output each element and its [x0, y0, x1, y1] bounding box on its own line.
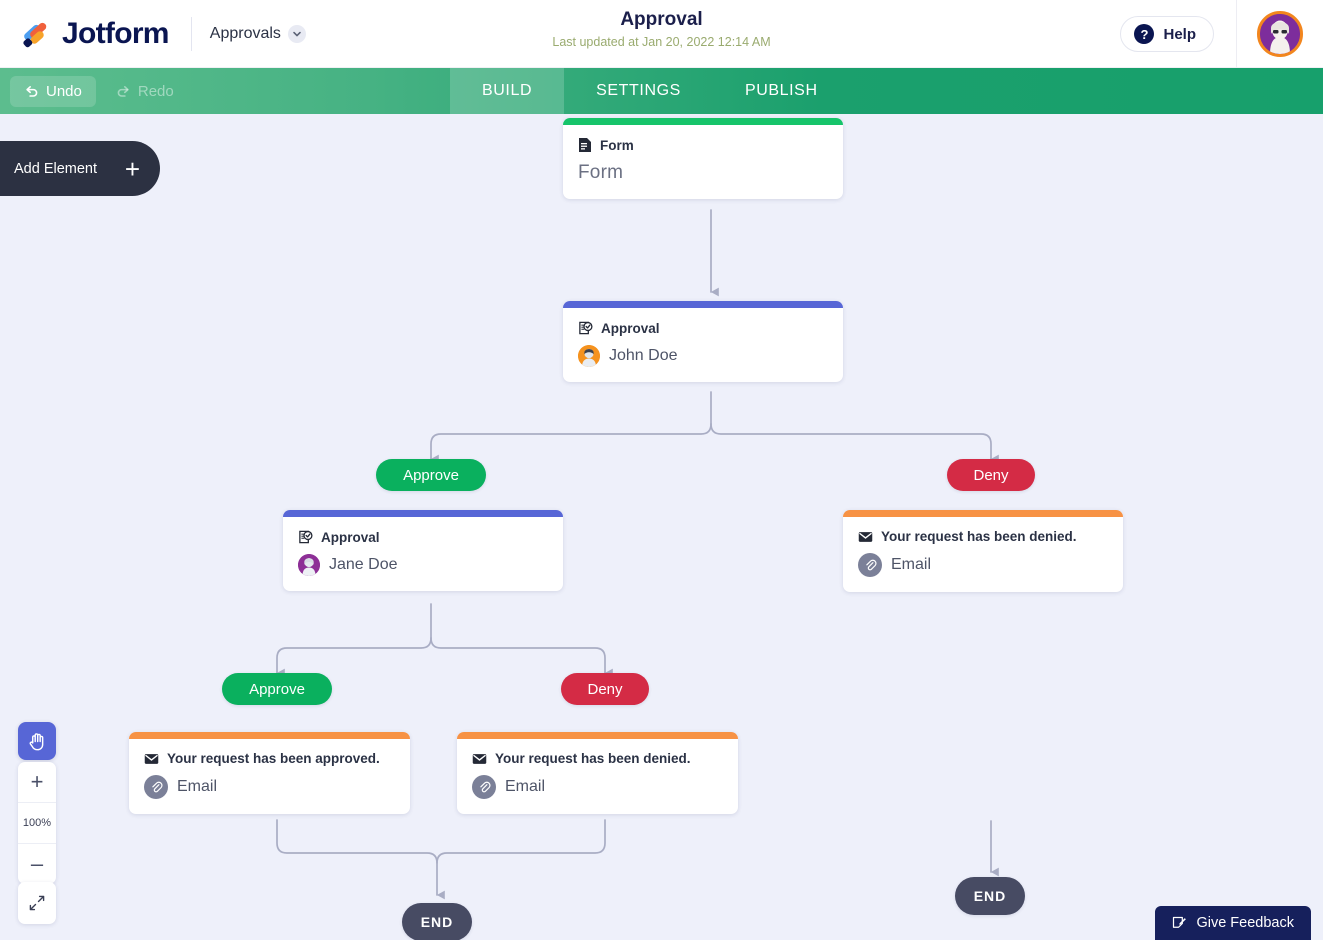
node-approval-jane-doe[interactable]: Approval Jane Doe: [283, 510, 563, 591]
clipboard-check-icon: [579, 321, 593, 335]
undo-redo-group: Undo Redo: [0, 75, 188, 107]
node-form-colorbar: [563, 118, 843, 125]
pan-tool-button[interactable]: [18, 722, 56, 760]
envelope-icon: [144, 753, 159, 764]
zoom-separator-2: [18, 843, 56, 844]
build-toolbar: Undo Redo BUILD SETTINGS PUBLISH: [0, 68, 1323, 114]
branch-deny-2[interactable]: Deny: [561, 673, 649, 705]
branch-deny-2-label: Deny: [587, 680, 623, 698]
hand-icon: [29, 732, 43, 750]
end-node-right-label: END: [973, 888, 1007, 904]
paperclip-icon: [144, 775, 168, 799]
document-icon: [579, 138, 591, 152]
node-form-title: Form: [600, 137, 634, 153]
branch-approve-2-label: Approve: [249, 680, 305, 698]
redo-button[interactable]: Redo: [102, 76, 188, 107]
help-button[interactable]: ? Help: [1120, 16, 1214, 52]
main-tabs: BUILD SETTINGS PUBLISH: [450, 68, 850, 114]
zoom-separator-1: [18, 802, 56, 803]
product-selector-label: Approvals: [209, 24, 281, 42]
chevron-down-icon: [287, 24, 306, 43]
paperclip-icon: [858, 553, 882, 577]
redo-label: Redo: [137, 82, 174, 100]
node-email-approved-colorbar: [129, 732, 410, 739]
node-approval-2-assignee: Jane Doe: [329, 556, 398, 573]
tab-settings[interactable]: SETTINGS: [596, 82, 681, 99]
node-email-approved[interactable]: Your request has been approved. Email: [129, 732, 410, 814]
undo-arrow-icon: [26, 85, 38, 97]
node-email-denied-left-colorbar: [457, 732, 738, 739]
tab-publish[interactable]: PUBLISH: [744, 82, 818, 99]
tab-build[interactable]: BUILD: [450, 68, 565, 114]
feedback-pencil-icon: [1173, 916, 1187, 928]
plus-icon: +: [124, 153, 140, 184]
brand-name: Jotform: [62, 16, 169, 50]
redo-arrow-icon: [117, 85, 129, 97]
branch-deny-1-label: Deny: [973, 466, 1009, 484]
envelope-icon: [858, 531, 873, 542]
node-email-denied-right-value: Email: [891, 556, 932, 573]
fit-to-screen-icon: [29, 895, 45, 911]
envelope-icon: [472, 753, 487, 764]
node-approval-1-assignee: John Doe: [609, 347, 678, 364]
end-node-bottom[interactable]: END: [402, 903, 472, 940]
give-feedback-label: Give Feedback: [1196, 915, 1294, 931]
avatar[interactable]: [1257, 11, 1303, 57]
node-email-denied-left-title: Your request has been denied.: [495, 751, 691, 766]
branch-approve-1-label: Approve: [403, 466, 459, 484]
branch-deny-1[interactable]: Deny: [947, 459, 1035, 491]
node-email-denied-left-value: Email: [505, 778, 546, 795]
node-approval-john-doe[interactable]: Approval John Doe: [563, 301, 843, 382]
undo-button[interactable]: Undo: [10, 75, 96, 107]
fit-to-screen-button[interactable]: [18, 882, 56, 924]
avatar-jane-doe: [298, 554, 320, 576]
clipboard-check-icon: [299, 530, 313, 544]
end-node-right[interactable]: END: [955, 877, 1025, 915]
jotform-logo-icon: [20, 18, 52, 50]
node-approval-1-colorbar: [563, 301, 843, 308]
node-approval-2-title: Approval: [321, 529, 380, 545]
branch-approve-2[interactable]: Approve: [222, 673, 332, 705]
node-email-denied-right-colorbar: [843, 510, 1123, 517]
node-email-approved-value: Email: [177, 778, 218, 795]
header-divider: [190, 16, 192, 51]
undo-label: Undo: [46, 82, 82, 100]
add-element-button[interactable]: Add Element +: [0, 141, 160, 196]
give-feedback-button[interactable]: Give Feedback: [1155, 906, 1311, 940]
node-form-value: Form: [578, 162, 624, 183]
avatar-divider: [1236, 0, 1237, 68]
add-element-label: Add Element: [14, 160, 98, 177]
question-mark-icon: ?: [1134, 24, 1155, 44]
header-right: ? Help: [1120, 0, 1323, 68]
zoom-in-button[interactable]: +: [30, 769, 44, 794]
zoom-out-button[interactable]: –: [30, 851, 44, 876]
product-selector[interactable]: Approvals: [209, 24, 306, 43]
paperclip-icon: [472, 775, 496, 799]
node-email-denied-right-title: Your request has been denied.: [881, 529, 1077, 544]
zoom-controls: + 100% –: [18, 762, 56, 884]
help-button-label: Help: [1163, 25, 1196, 43]
avatar-john-doe: [578, 345, 600, 367]
node-email-denied-left[interactable]: Your request has been denied. Email: [457, 732, 738, 814]
branch-approve-1[interactable]: Approve: [376, 459, 486, 491]
node-approval-1-title: Approval: [601, 320, 660, 336]
node-approval-2-colorbar: [283, 510, 563, 517]
workflow-canvas[interactable]: Add Element + Form Form: [0, 114, 1323, 940]
node-email-denied-right[interactable]: Your request has been denied. Email: [843, 510, 1123, 592]
brand-logo[interactable]: Jotform: [0, 17, 169, 51]
connector-lines: [276, 209, 999, 900]
app-header: Jotform Approvals Approval Last updated …: [0, 0, 1323, 68]
end-node-bottom-label: END: [420, 914, 454, 930]
node-form[interactable]: Form Form: [563, 118, 843, 199]
node-email-approved-title: Your request has been approved.: [167, 751, 380, 766]
zoom-level-label: 100%: [22, 817, 52, 829]
